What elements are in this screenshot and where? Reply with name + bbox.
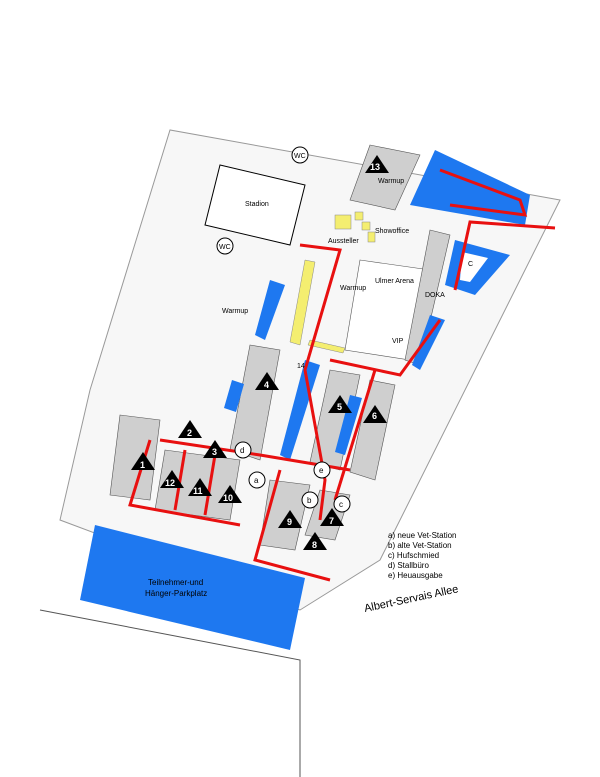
svg-text:13: 13: [370, 162, 380, 172]
marker-b: b: [301, 491, 319, 509]
vip-label: VIP: [392, 338, 404, 345]
letter-markers: a b c d e: [234, 441, 351, 513]
svg-text:a: a: [254, 476, 259, 485]
warmup-west-label: Warmup: [222, 308, 248, 315]
svg-text:7: 7: [329, 516, 334, 526]
c-area-label: C: [468, 261, 473, 268]
marker-e: e: [313, 461, 331, 479]
c-area: C: [460, 252, 488, 282]
exhibitor-area: [289, 211, 376, 354]
svg-text:11: 11: [193, 486, 203, 496]
stable-10: 10: [218, 485, 242, 503]
stable-12: 12: [160, 470, 184, 488]
svg-text:4: 4: [264, 380, 269, 390]
svg-text:1: 1: [140, 460, 145, 470]
parcel-line: [39, 609, 301, 777]
svg-text:a) neue Vet-Station: a) neue Vet-Station: [388, 531, 457, 540]
stable-markers: 1 2 3 4 5 6 7 8 9 10 11 12 13 14: [131, 155, 389, 550]
warmup-north-label: Warmup: [378, 178, 404, 185]
svg-text:12: 12: [165, 478, 175, 488]
blue-areas: [80, 150, 530, 650]
showoffice-label: Showoffice: [375, 228, 409, 235]
wc-south: WC: [216, 237, 234, 255]
svg-text:Hänger-Parkplatz: Hänger-Parkplatz: [145, 589, 207, 598]
doka-label: DOKA: [425, 292, 445, 299]
stable-4: 4: [255, 372, 279, 390]
stable-7: 7: [320, 508, 344, 526]
svg-text:8: 8: [312, 540, 317, 550]
stable-5: 5: [328, 395, 352, 413]
stable-8: 8: [303, 532, 327, 550]
stable-2: 2: [178, 420, 202, 438]
arena-label: Ulmer Arena: [375, 278, 414, 285]
svg-text:Stadion: Stadion: [245, 201, 269, 208]
svg-text:6: 6: [372, 411, 377, 421]
stable-9: 9: [278, 510, 302, 528]
exhibitors-label: Aussteller: [328, 238, 359, 245]
marker-a: a: [248, 471, 266, 489]
svg-text:e) Heuausgabe: e) Heuausgabe: [388, 571, 443, 580]
svg-text:2: 2: [187, 428, 192, 438]
svg-text:c) Hufschmied: c) Hufschmied: [388, 551, 439, 560]
svg-text:b) alte Vet-Station: b) alte Vet-Station: [388, 541, 452, 550]
svg-text:5: 5: [337, 402, 342, 412]
stadium: Stadion: [204, 164, 306, 246]
warmup-center-label: Warmup: [340, 285, 366, 292]
svg-text:10: 10: [223, 493, 233, 503]
svg-text:b: b: [307, 496, 312, 505]
stable-13: 13: [365, 155, 389, 173]
svg-text:WC: WC: [219, 244, 231, 251]
stable-11: 11: [188, 478, 212, 496]
stable-6: 6: [363, 405, 387, 423]
svg-text:14: 14: [297, 363, 305, 370]
svg-text:d: d: [240, 446, 244, 455]
street-label: Albert-Servais Allee: [363, 583, 459, 615]
svg-text:c: c: [339, 500, 343, 509]
stable-1: 1: [131, 452, 155, 470]
svg-text:Teilnehmer-und: Teilnehmer-und: [148, 578, 203, 587]
svg-text:e: e: [319, 466, 324, 475]
svg-text:9: 9: [287, 517, 292, 527]
svg-text:WC: WC: [294, 153, 306, 160]
marker-c: c: [333, 495, 351, 513]
parking-label: Teilnehmer-und Hänger-Parkplatz: [145, 578, 207, 598]
wc-north: WC: [291, 146, 309, 164]
svg-text:3: 3: [212, 447, 217, 457]
stable-3: 3: [203, 440, 227, 458]
stable-14: 14: [297, 363, 305, 370]
marker-d: d: [234, 441, 252, 459]
legend: a) neue Vet-Station b) alte Vet-Station …: [388, 531, 457, 580]
svg-text:d) Stallbüro: d) Stallbüro: [388, 561, 429, 570]
